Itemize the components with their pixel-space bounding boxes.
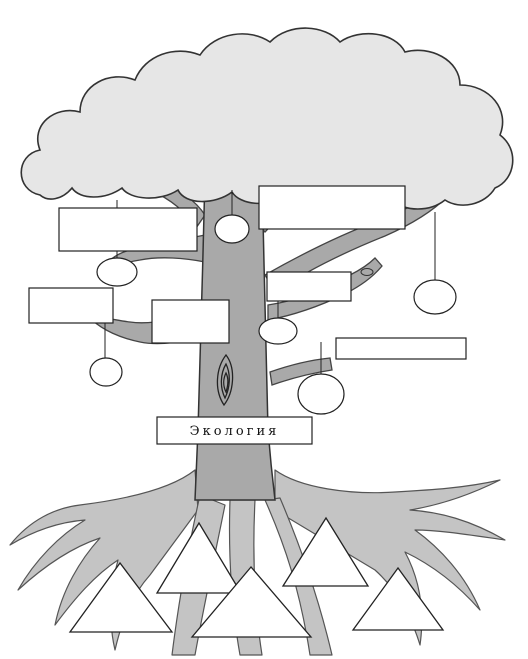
blank-box[interactable] <box>58 207 198 252</box>
blank-oval[interactable] <box>297 373 345 415</box>
blank-triangle[interactable] <box>68 561 174 633</box>
blank-boxes <box>28 185 467 360</box>
roots <box>9 469 506 656</box>
blank-triangle[interactable] <box>190 565 313 638</box>
blank-triangle[interactable] <box>351 566 445 631</box>
canopy <box>20 27 514 210</box>
blank-triangles <box>68 516 445 638</box>
blank-oval[interactable] <box>96 257 138 287</box>
blank-box[interactable] <box>151 299 230 344</box>
blank-triangle[interactable] <box>155 521 243 594</box>
central-label-box: Экология <box>156 416 313 445</box>
blank-ovals <box>89 214 457 415</box>
blank-box[interactable] <box>335 337 467 360</box>
central-label: Экология <box>190 424 280 439</box>
blank-box[interactable] <box>28 287 114 324</box>
blank-triangle[interactable] <box>281 516 370 587</box>
blank-oval[interactable] <box>89 357 123 387</box>
blank-oval[interactable] <box>413 279 457 315</box>
blank-box[interactable] <box>258 185 406 230</box>
trunk-knot <box>216 353 234 407</box>
connector-lines <box>104 190 436 374</box>
blank-box[interactable] <box>266 271 352 302</box>
blank-oval[interactable] <box>214 214 250 244</box>
blank-oval[interactable] <box>258 317 298 345</box>
